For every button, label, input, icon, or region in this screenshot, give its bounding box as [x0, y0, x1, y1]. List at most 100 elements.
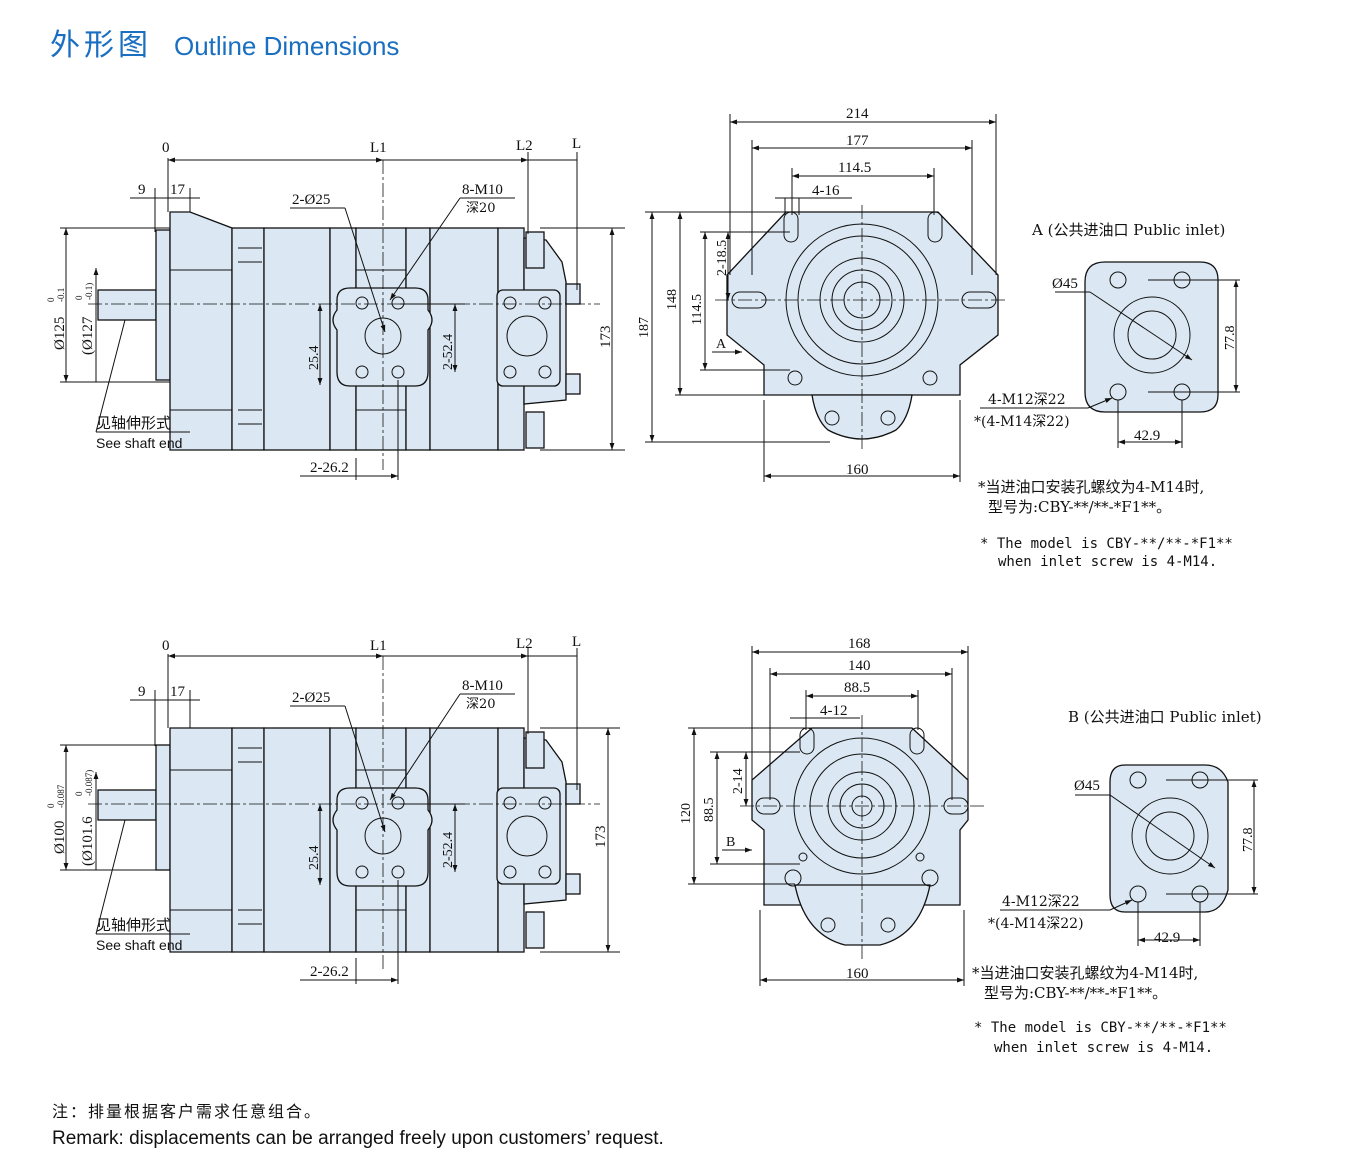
- dim-dia-inner-tol-up-b: 0: [74, 791, 84, 796]
- inlet-thread-alt-A: *(4-M14深22): [974, 414, 1070, 430]
- title-english: Outline Dimensions: [174, 31, 400, 61]
- dim-9-b: 9: [138, 684, 146, 700]
- bottom-side-details: [60, 648, 620, 984]
- dim-2-26-2-b: 2-26.2: [310, 964, 349, 980]
- dim-dia-outer-tol-up-b: 0: [46, 803, 56, 808]
- bottom-front-view: [751, 727, 969, 946]
- label-L2-b: L2: [516, 636, 533, 652]
- inlet-dia-B: Ø45: [1074, 778, 1100, 794]
- label-0-b: 0: [162, 638, 170, 654]
- dim-dia-outer-tol-dn-b: -0.087: [56, 784, 66, 808]
- dim-screws-depth: 深20: [466, 201, 496, 216]
- dim-25-4: 25.4: [307, 346, 322, 371]
- dim-168: 168: [848, 636, 871, 652]
- inlet-thread-A: 4-M12深22: [988, 392, 1066, 408]
- note-cn-2-top: 型号为:CBY-**/**-*F1**。: [988, 498, 1171, 516]
- bottom-side-view: [97, 727, 581, 953]
- top-front-details: [645, 114, 1005, 482]
- inlet-w-B: 42.9: [1154, 930, 1180, 946]
- inlet-thread-B: 4-M12深22: [1002, 894, 1080, 910]
- inlet-thread-alt-B: *(4-M14深22): [988, 916, 1084, 932]
- inlet-h-B: 77.8: [1241, 828, 1256, 853]
- top-side-labels: 0 L1 L2 L 9 17 2-Ø25 8-M10 深20 25.4 2-52…: [46, 136, 614, 476]
- note-en-2-top: when inlet screw is 4-M14.: [998, 554, 1217, 570]
- label-L-b: L: [572, 634, 581, 650]
- label-0: 0: [162, 140, 170, 156]
- dim-dia-outer-b: Ø100: [52, 821, 68, 854]
- note-en-1-top: * The model is CBY-**/**-*F1**: [980, 536, 1233, 552]
- dim-2-26-2: 2-26.2: [310, 460, 349, 476]
- dim-2-18-5: 2-18.5: [715, 240, 730, 276]
- title-chinese: 外形图: [50, 28, 152, 63]
- shaft-note-cn-b: 见轴伸形式: [96, 916, 171, 934]
- dim-holes-b: 2-Ø25: [292, 690, 330, 706]
- note-cn-1-bottom: *当进油口安装孔螺纹为4-M14时,: [972, 964, 1198, 982]
- note-en-1-bottom: * The model is CBY-**/**-*F1**: [974, 1020, 1227, 1036]
- dim-screws-b: 8-M10: [462, 678, 503, 694]
- dim-2-14: 2-14: [731, 768, 746, 794]
- bottom-inlet-view: B (公共进油口 Public inlet) Ø45 77.8 42.9 4-M…: [988, 708, 1262, 946]
- dim-173-b: 173: [593, 826, 609, 849]
- dim-148: 148: [665, 289, 680, 310]
- dim-dia-inner-tol-up: 0: [74, 295, 84, 300]
- dim-4-16: 4-16: [812, 183, 840, 199]
- dim-17-b: 17: [170, 684, 186, 700]
- dim-160: 160: [846, 462, 869, 478]
- label-L2: L2: [516, 138, 533, 154]
- inlet-label-A: A (公共进油口 Public inlet): [1031, 221, 1225, 239]
- dim-114-5-h: 114.5: [838, 160, 871, 176]
- dim-88-5-v: 88.5: [702, 798, 717, 823]
- bottom-notes: *当进油口安装孔螺纹为4-M14时, 型号为:CBY-**/**-*F1**。 …: [972, 964, 1227, 1056]
- bottom-front-details: [688, 646, 985, 986]
- dim-dia-inner-tol-dn-b: -0.087): [84, 770, 94, 796]
- dim-4-12: 4-12: [820, 703, 848, 719]
- top-side-details: [60, 152, 625, 480]
- note-cn-1-top: *当进油口安装孔螺纹为4-M14时,: [978, 478, 1204, 496]
- shaft-note-cn: 见轴伸形式: [96, 414, 171, 432]
- label-L1-b: L1: [370, 638, 387, 654]
- dim-screws-depth-b: 深20: [466, 697, 496, 712]
- dim-214: 214: [846, 106, 869, 122]
- remark-chinese: 注：排量根据客户需求任意组合。: [52, 1102, 323, 1121]
- dim-screws: 8-M10: [462, 182, 503, 198]
- dim-dia-outer-tol-up: 0: [46, 297, 56, 302]
- dim-140: 140: [848, 658, 871, 674]
- top-notes: *当进油口安装孔螺纹为4-M14时, 型号为:CBY-**/**-*F1**。 …: [978, 478, 1233, 570]
- note-cn-2-bottom: 型号为:CBY-**/**-*F1**。: [984, 984, 1167, 1002]
- dim-dia-inner-tol-dn: -0.1): [84, 283, 94, 300]
- dim-17: 17: [170, 182, 186, 198]
- top-inlet-view: A (公共进油口 Public inlet) Ø45 77.8 42.9 4-M…: [974, 221, 1240, 448]
- bottom-front-labels: 168 140 88.5 4-12 2-14 88.5 120 160 B: [679, 636, 871, 982]
- inlet-h-A: 77.8: [1223, 326, 1238, 351]
- dim-dia-inner-b: (Ø101.6: [80, 816, 96, 866]
- dim-120: 120: [679, 803, 694, 824]
- bottom-side-labels: 0 L1 L2 L 9 17 2-Ø25 8-M10 深20 25.4 2-52…: [46, 634, 609, 980]
- view-label-B: B: [726, 835, 735, 850]
- label-L1: L1: [370, 140, 387, 156]
- dim-173: 173: [598, 326, 614, 349]
- view-label-A: A: [716, 337, 727, 352]
- top-front-view: [726, 211, 999, 440]
- dim-177: 177: [846, 133, 869, 149]
- dim-160-b: 160: [846, 966, 869, 982]
- dim-2-52-4: 2-52.4: [441, 334, 456, 370]
- inlet-label-B: B (公共进油口 Public inlet): [1068, 708, 1262, 726]
- note-en-2-bottom: when inlet screw is 4-M14.: [994, 1040, 1213, 1056]
- dim-dia-inner: (Ø127: [80, 316, 96, 355]
- dim-dia-outer-tol-dn: -0.1: [56, 288, 66, 302]
- inlet-w-A: 42.9: [1134, 428, 1160, 444]
- dim-dia-outer: Ø125: [52, 317, 68, 350]
- label-L: L: [572, 136, 581, 152]
- dim-9: 9: [138, 182, 146, 198]
- dim-88-5-h: 88.5: [844, 680, 870, 696]
- dim-114-5-v: 114.5: [690, 294, 705, 325]
- inlet-dia-A: Ø45: [1052, 276, 1078, 292]
- dim-2-52-4-b: 2-52.4: [441, 832, 456, 868]
- shaft-note-en-b: See shaft end: [96, 937, 182, 953]
- dim-holes: 2-Ø25: [292, 192, 330, 208]
- dim-25-4-b: 25.4: [307, 846, 322, 871]
- dim-187: 187: [637, 317, 652, 338]
- page-title: 外形图 Outline Dimensions: [50, 20, 399, 64]
- remark-english: Remark: displacements can be arranged fr…: [52, 1128, 664, 1149]
